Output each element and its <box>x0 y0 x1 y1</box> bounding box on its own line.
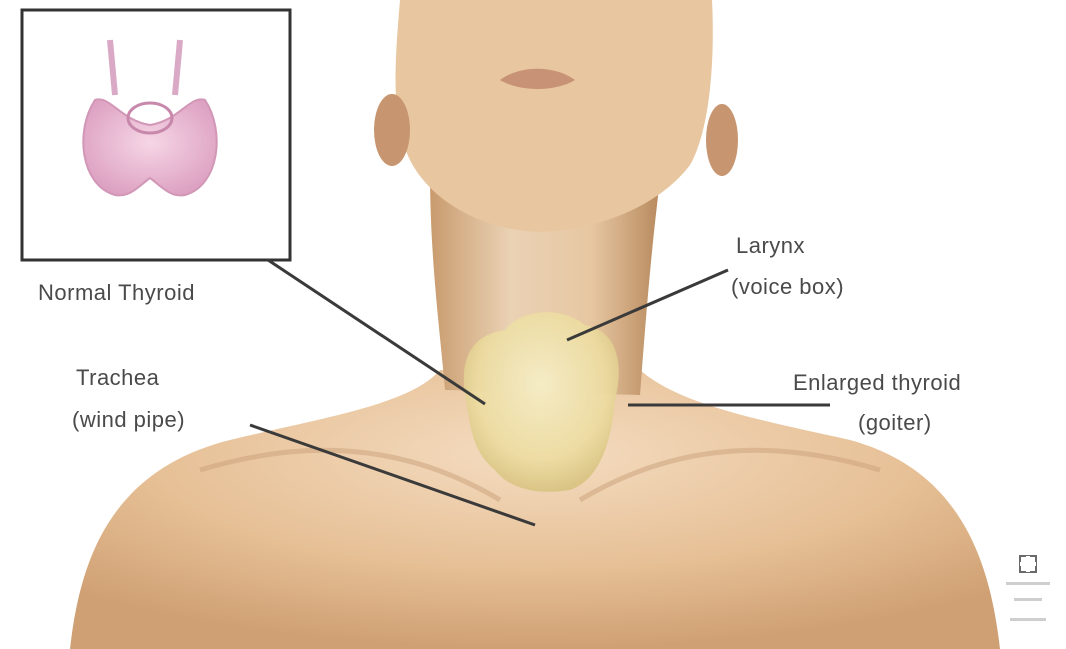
adam-logo-icon <box>1006 556 1050 621</box>
label-normal-thyroid: Normal Thyroid <box>38 280 195 306</box>
label-trachea: Trachea <box>76 365 159 391</box>
right-ear <box>706 104 738 176</box>
label-enlarged-thyroid-sub: (goiter) <box>858 410 932 436</box>
label-larynx: Larynx <box>736 233 805 259</box>
label-trachea-sub: (wind pipe) <box>72 407 185 433</box>
head <box>396 0 713 232</box>
label-larynx-sub: (voice box) <box>731 274 844 300</box>
label-enlarged-thyroid: Enlarged thyroid <box>793 370 961 396</box>
left-ear <box>374 94 410 166</box>
